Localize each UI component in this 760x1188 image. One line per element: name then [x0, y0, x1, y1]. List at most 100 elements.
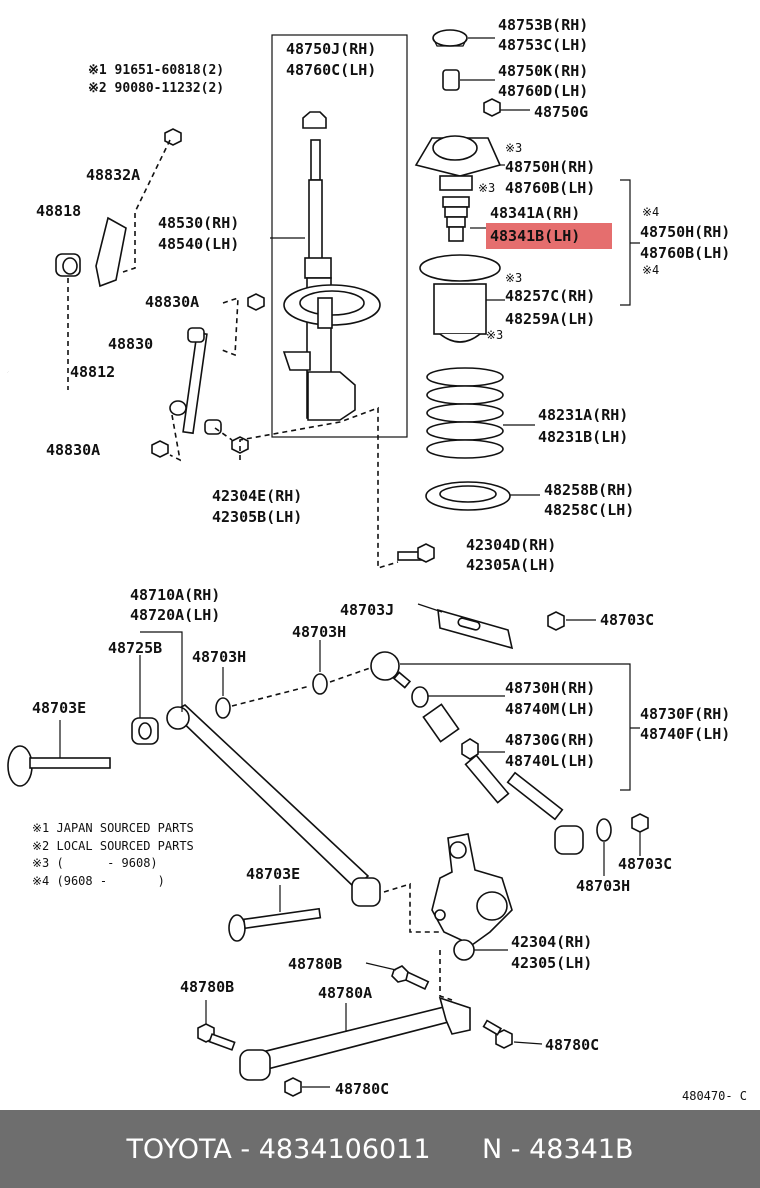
label-48530: 48530(RH) — [158, 214, 239, 232]
figure-number: 480470- C — [682, 1089, 747, 1103]
upper-cap — [432, 29, 468, 47]
legend-notes: ※1 JAPAN SOURCED PARTS ※2 LOCAL SOURCED … — [32, 821, 194, 888]
label-48780a: 48780A — [318, 984, 372, 1002]
cam-bolt-48703e-1 — [7, 745, 111, 787]
dashed-connector — [169, 414, 182, 462]
note-2: ※2 LOCAL SOURCED PARTS — [32, 839, 194, 853]
label-48231a: 48231A(RH) — [538, 406, 628, 424]
label-48730g: 48730G(RH) — [505, 731, 595, 749]
dashed-connector — [239, 406, 399, 570]
parts-diagram: 48753B(RH) 48753C(LH) 48750J(RH) 48760C(… — [7, 16, 747, 1103]
label-48720a: 48720A(LH) — [130, 606, 220, 624]
washer-48703h-1 — [312, 673, 328, 695]
label-48760c: 48760C(LH) — [286, 61, 376, 79]
label-48740f: 48740F(LH) — [640, 725, 730, 743]
shock-absorber — [282, 111, 381, 421]
washer-48703h-3 — [596, 818, 612, 842]
label-48703j: 48703J — [340, 601, 394, 619]
bushing-bracket — [95, 216, 127, 288]
note-1: ※1 JAPAN SOURCED PARTS — [32, 821, 194, 835]
stabilizer-bar — [7, 369, 187, 416]
label-48703c-1: 48703C — [600, 611, 654, 629]
label-42305b: 42305B(LH) — [212, 508, 302, 526]
label-42304e: 42304E(RH) — [212, 487, 302, 505]
label-42304: 42304(RH) — [511, 933, 592, 951]
link-nut-upper — [247, 293, 265, 311]
mark-3b: ※3 — [478, 181, 495, 195]
strut-bolt-nut — [231, 436, 249, 454]
label-48703e-2: 48703E — [246, 865, 300, 883]
dashed-connector — [221, 296, 239, 357]
cam-bolt-48703e-2 — [228, 907, 322, 942]
strut-bolt-lower — [397, 543, 435, 563]
mark-3c: ※3 — [505, 271, 522, 285]
bushing-48725b — [131, 717, 159, 745]
label-48740l: 48740L(LH) — [505, 752, 595, 770]
label-91651: ※1 91651-60818(2) — [88, 63, 224, 78]
washer-48703h-2 — [215, 697, 231, 719]
mount-group-bracket — [620, 179, 640, 306]
stabilizer-link — [182, 327, 222, 435]
mark-3a: ※3 — [505, 141, 522, 155]
label-48750h-1: 48750H(RH) — [505, 158, 595, 176]
label-48725b: 48725B — [108, 639, 162, 657]
label-48750k: 48750K(RH) — [498, 62, 588, 80]
label-48753b: 48753B(RH) — [498, 16, 588, 34]
dust-boot — [419, 254, 501, 343]
label-48703e-1: 48703E — [32, 699, 86, 717]
footer-bar: TOYOTA - 4834106011 N - 48341B — [0, 1110, 760, 1188]
label-48703c-2: 48703C — [618, 855, 672, 873]
label-48341a: 48341A(RH) — [490, 204, 580, 222]
label-48753c: 48753C(LH) — [498, 36, 588, 54]
link-nut-lower — [151, 440, 169, 458]
label-48830a-1: 48830A — [145, 293, 199, 311]
spring-insulator — [425, 481, 511, 511]
coil-spring — [426, 367, 504, 459]
label-42305: 42305(LH) — [511, 954, 592, 972]
note-3: ※3 ( - 9608) — [32, 856, 158, 870]
nut-48750g — [483, 98, 501, 117]
mark-4a: ※4 — [642, 205, 659, 219]
rear-axle-carrier — [431, 833, 513, 961]
bracket-bolt — [164, 128, 182, 146]
label-48740m: 48740M(LH) — [505, 700, 595, 718]
arm-group-bracket — [400, 663, 640, 791]
nut-48703c-lower — [631, 813, 649, 833]
bolt-48780b-lower — [197, 1023, 236, 1051]
dashed-connector — [122, 139, 171, 273]
mark-3d: ※3 — [486, 328, 503, 342]
label-48830a-2: 48830A — [46, 441, 100, 459]
nut-48780c-right — [482, 1019, 513, 1049]
strut-assembly-box — [271, 34, 408, 438]
label-48257c: 48257C(RH) — [505, 287, 595, 305]
label-48231b: 48231B(LH) — [538, 428, 628, 446]
stabilizer-bushing — [55, 253, 81, 277]
label-48259a: 48259A(LH) — [505, 310, 595, 328]
label-48780c-1: 48780C — [545, 1036, 599, 1054]
label-48812: 48812 — [70, 363, 115, 381]
label-48258b: 48258B(RH) — [544, 481, 634, 499]
label-48703h-2: 48703H — [192, 648, 246, 666]
label-90080: ※2 90080-11232(2) — [88, 81, 224, 96]
note-4: ※4 (9608 - ) — [32, 874, 165, 888]
dashed-connector — [214, 427, 233, 441]
footer-part-number: TOYOTA - 4834106011 N - 48341B — [126, 1133, 634, 1165]
label-48730h: 48730H(RH) — [505, 679, 595, 697]
bolt-48780b-upper — [391, 965, 430, 991]
label-48341b: 48341B(LH) — [490, 227, 580, 245]
label-48760b-1: 48760B(LH) — [505, 179, 595, 197]
lateral-link-48780a — [239, 996, 471, 1081]
label-48750g: 48750G — [534, 103, 588, 121]
label-48780c-2: 48780C — [335, 1080, 389, 1098]
label-48750j: 48750J(RH) — [286, 40, 376, 58]
bump-stopper — [442, 196, 470, 242]
label-42304d: 42304D(RH) — [466, 536, 556, 554]
label-48832a: 48832A — [86, 166, 140, 184]
part-labels: 48753B(RH) 48753C(LH) 48750J(RH) 48760C(… — [32, 16, 747, 1103]
nut-48703c-upper — [547, 611, 565, 631]
bushing-top — [442, 69, 460, 91]
mark-4b: ※4 — [642, 263, 659, 277]
arm-48730 — [370, 651, 584, 855]
label-48703h-1: 48703H — [292, 623, 346, 641]
label-48258c: 48258C(LH) — [544, 501, 634, 519]
